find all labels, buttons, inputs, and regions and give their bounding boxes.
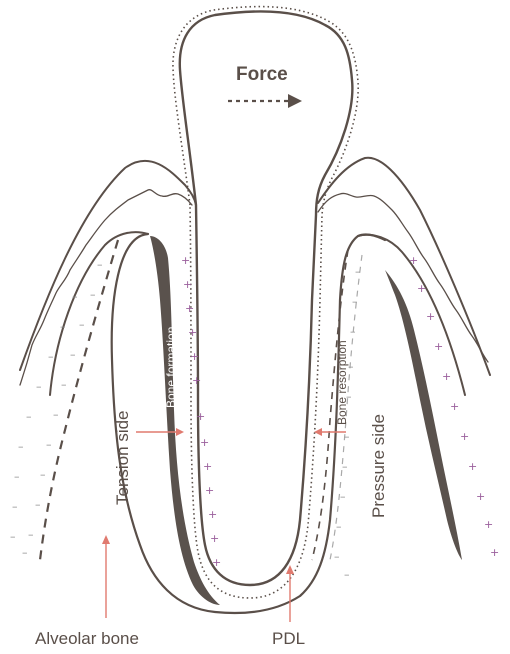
minus-mark: –	[90, 288, 96, 301]
pdl-label: PDL	[272, 629, 305, 648]
minus-mark: –	[72, 290, 78, 303]
minus-mark: –	[36, 380, 42, 393]
minus-mark: –	[70, 348, 76, 361]
plus-mark: +	[450, 400, 459, 413]
minus-mark: –	[46, 438, 52, 451]
minus-mark: –	[60, 320, 66, 333]
pressure-side-label: Pressure side	[369, 414, 388, 518]
minus-mark: –	[352, 295, 358, 308]
minus-mark: –	[10, 530, 16, 543]
plus-mark: +	[181, 254, 190, 267]
tension-side-label: Tension side	[113, 410, 132, 505]
plus-mark: +	[460, 430, 469, 443]
minus-mark: –	[22, 546, 28, 559]
tooth-outline	[180, 11, 353, 585]
minus-mark: –	[355, 265, 361, 278]
force-arrow	[228, 94, 302, 108]
minus-mark: –	[48, 350, 54, 363]
bone-formation-band	[150, 236, 220, 605]
plus-mark: +	[468, 460, 477, 473]
minus-mark: –	[336, 520, 342, 533]
plus-mark: +	[190, 350, 199, 363]
plus-mark: +	[203, 460, 212, 473]
minus-mark: –	[344, 568, 350, 581]
minus-mark: –	[97, 258, 103, 271]
plus-mark: +	[196, 410, 205, 423]
minus-mark: –	[28, 528, 34, 541]
plus-mark: +	[205, 484, 214, 497]
minus-mark: –	[340, 490, 346, 503]
minus-marks-left: ––––––––––––––––––––	[10, 258, 103, 559]
plus-mark: +	[210, 532, 219, 545]
minus-mark: –	[350, 325, 356, 338]
minus-mark: –	[53, 408, 59, 421]
pressure-pointer-arrow	[314, 428, 346, 436]
plus-mark: +	[212, 556, 221, 569]
minus-mark: –	[61, 378, 67, 391]
plus-mark: +	[200, 436, 209, 449]
plus-mark: +	[434, 340, 443, 353]
force-label: Force	[236, 64, 288, 85]
plus-mark: +	[185, 302, 194, 315]
plus-mark: +	[183, 278, 192, 291]
alveolar-bone-label: Alveolar bone	[35, 629, 139, 648]
plus-mark: +	[490, 546, 499, 559]
pdl-pointer-arrow	[286, 565, 294, 622]
minus-mark: –	[14, 470, 20, 483]
minus-mark: –	[334, 550, 340, 563]
plus-mark: +	[192, 374, 201, 387]
minus-mark: –	[35, 498, 41, 511]
minus-mark: –	[26, 410, 32, 423]
alveolar-bone-pointer-arrow	[102, 535, 110, 618]
plus-mark: +	[208, 508, 217, 521]
plus-mark: +	[426, 310, 435, 323]
plus-mark: +	[442, 370, 451, 383]
minus-mark: –	[18, 440, 24, 453]
plus-mark: +	[409, 254, 418, 267]
plus-mark: +	[476, 490, 485, 503]
plus-mark: +	[188, 326, 197, 339]
plus-mark: +	[484, 518, 493, 531]
plus-mark: +	[417, 282, 426, 295]
tension-pointer-arrow	[136, 428, 184, 436]
pressure-bone-band	[385, 270, 462, 560]
bone-formation-label: Bone formation	[164, 327, 178, 408]
minus-mark: –	[12, 500, 18, 513]
minus-mark: –	[40, 468, 46, 481]
minus-mark: –	[342, 460, 348, 473]
minus-mark: –	[344, 430, 350, 443]
minus-mark: –	[79, 318, 85, 331]
bone-resorption-label: Bone resorption	[335, 340, 349, 425]
